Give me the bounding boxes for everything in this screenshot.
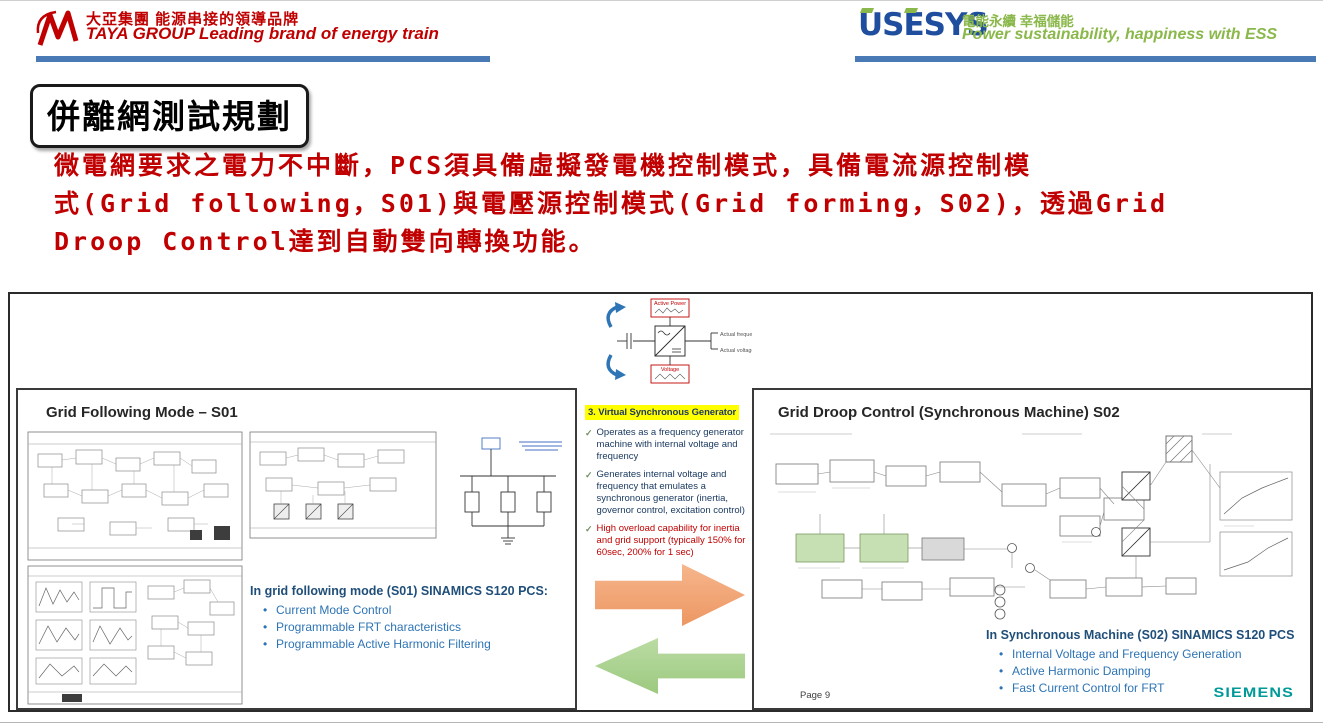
left-panel-schematics: [27, 431, 562, 705]
page-title: 併離網測試規劃: [30, 84, 309, 148]
vsm-top-label: Active Power: [654, 301, 686, 307]
vsg-highlight-title: 3. Virtual Synchronous Generator: [585, 405, 740, 420]
right-arrow: [595, 564, 745, 626]
grid-following-notes: In grid following mode (S01) SINAMICS S1…: [250, 584, 584, 653]
intro-line-1: 微電網要求之電力不中斷，PCS須具備虛擬發電機控制模式，具備電流源控制模: [54, 151, 1033, 180]
siemens-logo: SIEMENS: [1213, 684, 1294, 700]
header-rule-left: [36, 56, 490, 62]
grid-following-bullet: Current Mode Control: [250, 602, 584, 619]
grid-droop-bullet: Fast Current Control for FRT: [986, 680, 1310, 697]
intro-paragraph: 微電網要求之電力不中斷，PCS須具備虛擬發電機控制模式，具備電流源控制模 式(G…: [54, 147, 1309, 261]
intro-line-2: 式(Grid following，S01)與電壓源控制模式(Grid formi…: [54, 189, 1169, 218]
grid-droop-bullet: Active Harmonic Damping: [986, 663, 1310, 680]
vsg-bullet: Operates as a frequency generator machin…: [585, 427, 747, 463]
grid-following-note-title: In grid following mode (S01) SINAMICS S1…: [250, 584, 548, 598]
grid-droop-bullet: Internal Voltage and Frequency Generatio…: [986, 646, 1310, 663]
vsm-right-label-2: Actual voltage: [720, 348, 752, 354]
taya-tagline-zh: 大亞集團 能源串接的領導品牌: [86, 11, 300, 28]
vsg-bullet: Generates internal voltage and frequency…: [585, 469, 747, 517]
check-icon: [585, 427, 593, 463]
check-icon: [585, 469, 593, 517]
usesys-tagline-en: Power sustainability, happiness with ESS: [962, 26, 1278, 43]
left-arrow: [595, 638, 745, 694]
right-panel-diagram: [770, 433, 1293, 620]
usesys-logo: USESYS: [858, 7, 989, 43]
vsg-bullet-warning: High overload capability for inertia and…: [585, 523, 747, 559]
vsg-bullet-list: Operates as a frequency generator machin…: [585, 427, 747, 565]
check-icon: [585, 523, 593, 559]
grid-droop-panel: Grid Droop Control (Synchronous Machine)…: [752, 388, 1312, 710]
grid-following-bullet: Programmable FRT characteristics: [250, 619, 584, 636]
vsm-block-diagram: Active Power Voltage: [606, 298, 752, 384]
taya-logo-icon: [36, 10, 79, 46]
usesys-tagline-zh: 電能永續 幸福儲能: [962, 14, 1074, 29]
usesys-logo-accent-icon: [859, 8, 875, 13]
page-number: Page 9: [800, 690, 831, 701]
grid-following-title: Grid Following Mode – S01: [46, 404, 238, 421]
grid-droop-notes: In Synchronous Machine (S02) SINAMICS S1…: [986, 628, 1310, 697]
grid-following-panel: Grid Following Mode – S01: [16, 388, 577, 710]
grid-following-bullet: Programmable Active Harmonic Filtering: [250, 636, 584, 653]
header-rule-right: [855, 56, 1316, 62]
content-frame: Active Power Voltage: [8, 292, 1313, 712]
taya-tagline-en: TAYA GROUP Leading brand of energy train: [86, 24, 439, 43]
intro-line-3: Droop Control達到自動雙向轉換功能。: [54, 227, 597, 256]
grid-droop-note-title: In Synchronous Machine (S02) SINAMICS S1…: [986, 628, 1295, 642]
grid-droop-title: Grid Droop Control (Synchronous Machine)…: [778, 404, 1120, 421]
vsm-right-label-1: Actual frequency: [720, 332, 752, 338]
usesys-logo-accent-icon: [903, 8, 919, 13]
vsm-bottom-label: Voltage: [661, 367, 679, 373]
